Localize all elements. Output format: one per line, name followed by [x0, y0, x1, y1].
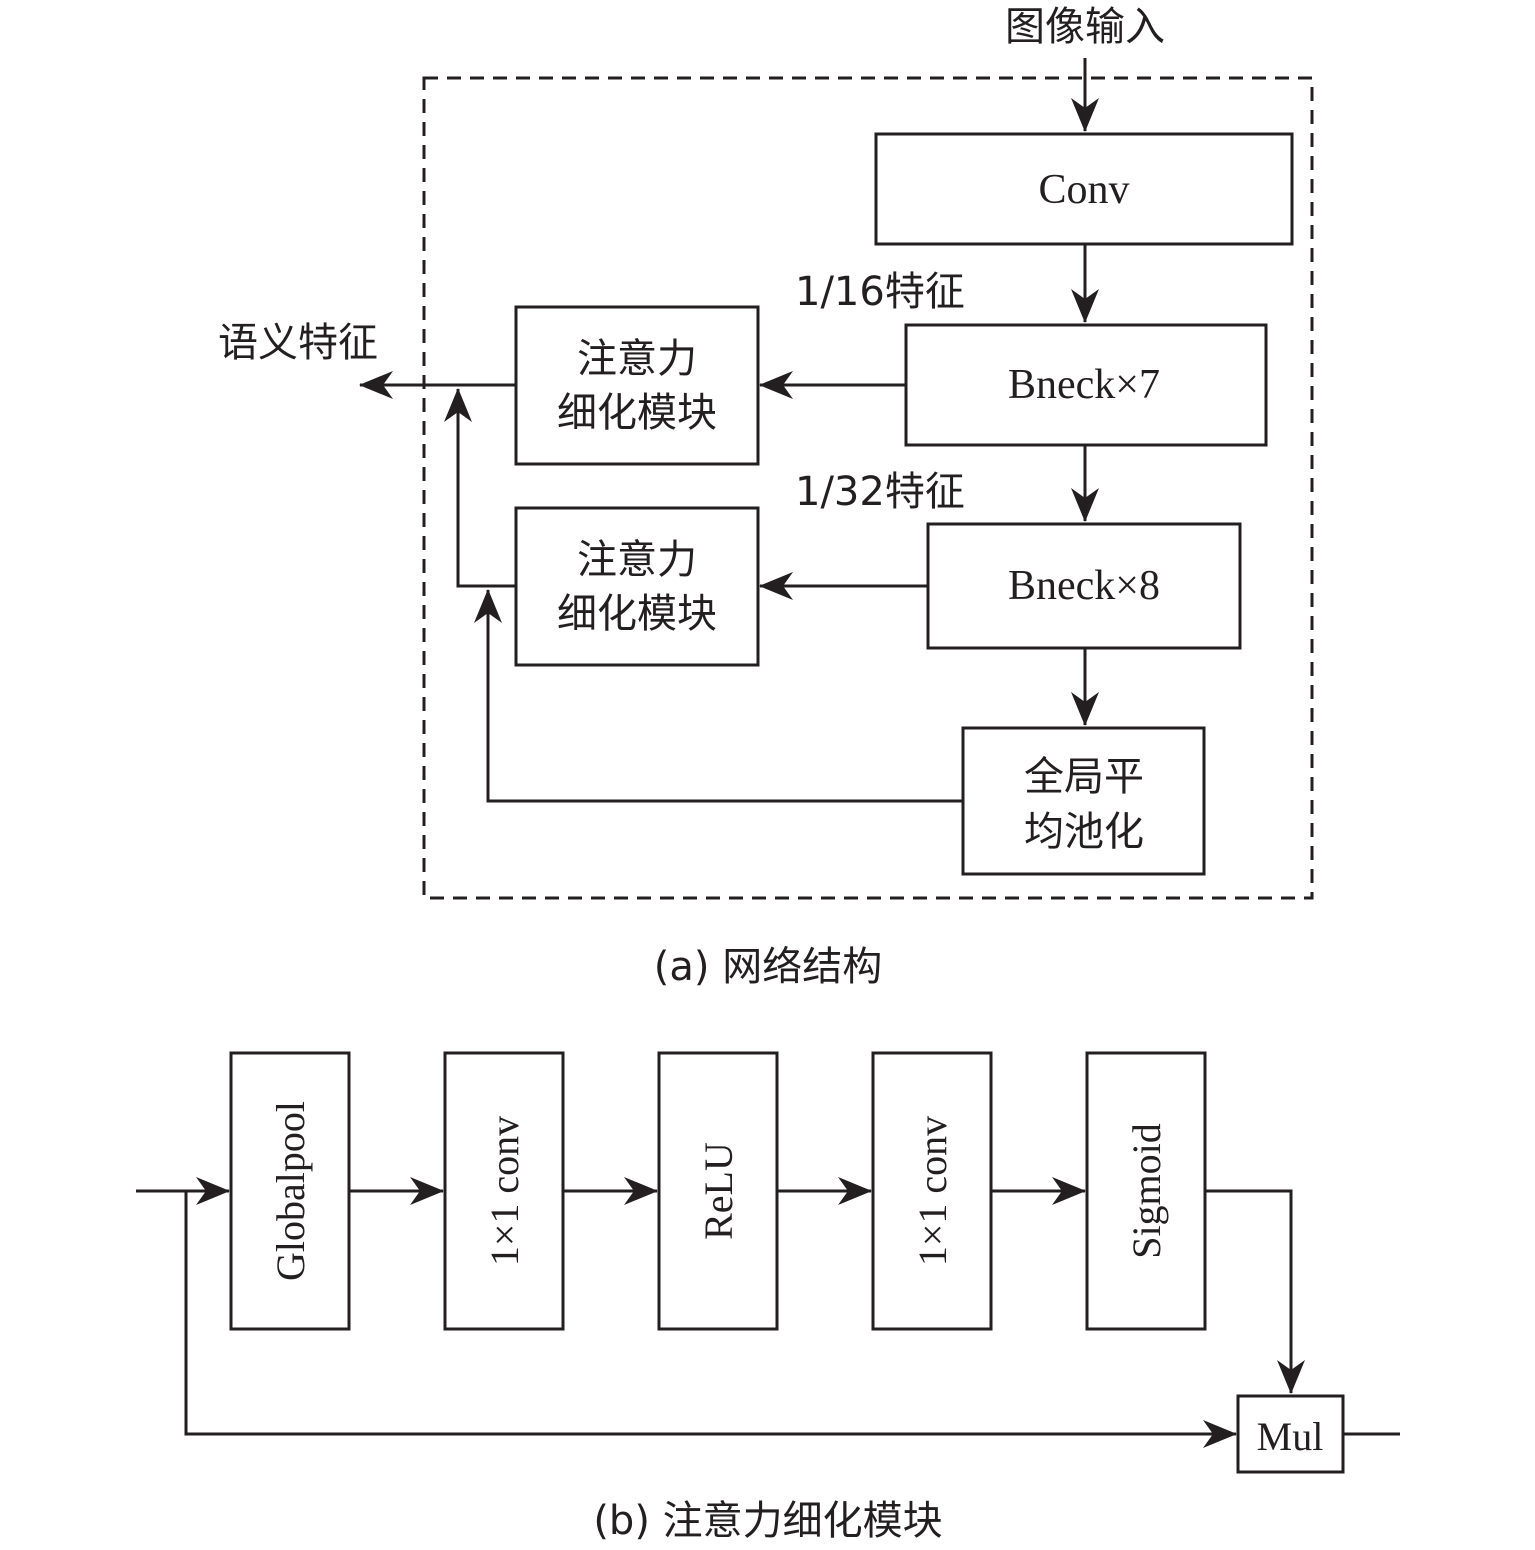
attention-refinement-module: Globalpool 1×1 conv ReLU 1×1 conv Sigmoi…	[136, 1051, 1400, 1544]
arm-top-label-line1: 注意力	[577, 336, 697, 382]
sigmoid-label: Sigmoid	[1124, 1123, 1169, 1259]
sigmoid-block	[1085, 1051, 1207, 1331]
image-input-label: 图像输入	[1005, 4, 1165, 50]
gap-feedback-arrow	[474, 589, 963, 803]
gap-label-line2: 均池化	[1024, 809, 1144, 855]
bneck7-label: Bneck×7	[1008, 362, 1160, 408]
conv-label: Conv	[1038, 167, 1129, 213]
feature-1-32-label: 1/32特征	[795, 469, 965, 515]
conv1x1-block-2	[871, 1051, 993, 1331]
conv1x1-block-1	[443, 1051, 565, 1331]
arm-bottom-label-line1: 注意力	[577, 537, 697, 583]
caption-a: (a) 网络结构	[654, 944, 882, 990]
relu-block	[657, 1051, 779, 1331]
conv1x1-label-2: 1×1 conv	[910, 1116, 955, 1266]
arm-block-bottom	[514, 506, 760, 667]
relu-label: ReLU	[696, 1142, 741, 1240]
conv-block	[874, 132, 1294, 246]
semantic-feature-label: 语义特征	[218, 320, 378, 366]
mul-block	[1236, 1394, 1345, 1474]
mul-label: Mul	[1257, 1414, 1324, 1459]
bneck8-block	[926, 522, 1242, 650]
feature-1-16-label: 1/16特征	[795, 269, 965, 315]
bneck8-label: Bneck×8	[1008, 563, 1160, 609]
arm-bottom-merge-arrow	[444, 388, 516, 588]
globalpool-block	[229, 1051, 351, 1331]
network-structure: 图像输入 Conv 1/16特征 Bneck×7 1/32特征 Bneck×8 …	[218, 4, 1314, 990]
arm-top-label-line2: 细化模块	[557, 390, 717, 436]
arm-bottom-label-line2: 细化模块	[557, 591, 717, 637]
sigmoid-to-mul-arrow	[1206, 1189, 1305, 1394]
bneck7-block	[904, 323, 1268, 447]
backbone-dashed-frame	[422, 76, 1314, 900]
caption-b: (b) 注意力细化模块	[593, 1498, 942, 1544]
skip-connection-arrow	[184, 1191, 1237, 1448]
arm-block-top	[514, 305, 760, 466]
global-avg-pool-block	[961, 726, 1206, 876]
gap-label-line1: 全局平	[1024, 754, 1144, 800]
globalpool-label: Globalpool	[268, 1101, 313, 1281]
conv1x1-label-1: 1×1 conv	[482, 1116, 527, 1266]
